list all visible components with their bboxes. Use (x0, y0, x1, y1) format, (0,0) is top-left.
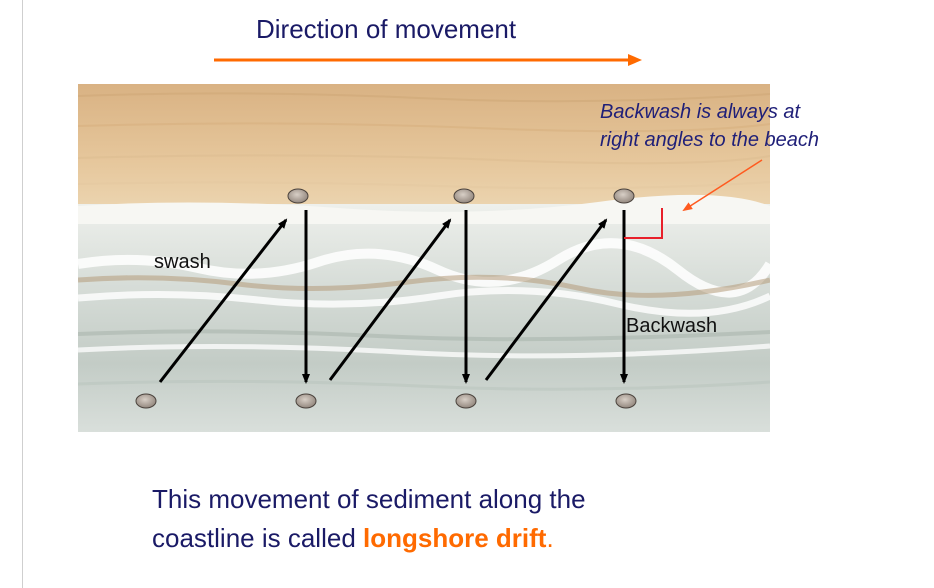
pebble-icon (615, 393, 637, 409)
caption-line-2-prefix: coastline is called (152, 523, 363, 553)
swash-arrow-3 (484, 218, 608, 381)
backwash-label: Backwash (626, 315, 718, 337)
pebble-icon (295, 393, 317, 409)
pebble-icon (287, 188, 309, 204)
note-pointer-arrow (682, 159, 763, 212)
backwash-note-line-1: Backwash is always at (600, 101, 801, 123)
caption-line-1: This movement of sediment along the (152, 484, 586, 514)
caption: This movement of sediment along the coas… (152, 480, 586, 558)
swash-arrow-1 (158, 218, 288, 383)
beach-photo (78, 84, 770, 432)
right-angle-marker (624, 208, 663, 239)
diagram-title: Direction of movement (256, 14, 517, 44)
pebble-icon (453, 188, 475, 204)
pebble-icon (135, 393, 157, 409)
swash-label: swash (154, 251, 211, 273)
direction-arrow (214, 54, 642, 66)
pebble-icon (613, 188, 635, 204)
backwash-note: Backwash is always at right angles to th… (600, 98, 930, 154)
longshore-drift-term: longshore drift (363, 523, 547, 553)
backwash-note-line-2: right angles to the beach (600, 129, 820, 151)
pebble-icon (455, 393, 477, 409)
swash-arrow-2 (328, 218, 452, 381)
caption-line-2: coastline is called longshore drift. (152, 519, 586, 558)
slide-left-border (22, 0, 23, 588)
caption-period: . (546, 523, 554, 553)
